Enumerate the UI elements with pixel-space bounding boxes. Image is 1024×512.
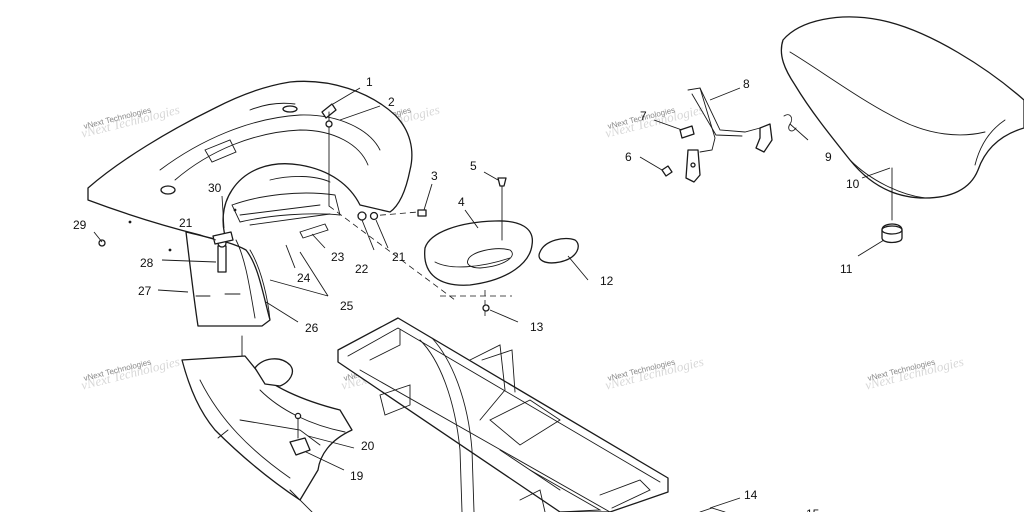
callout-13: 13 [530,320,544,334]
fender-hardware [98,103,456,301]
seat-latch-assembly [661,87,797,183]
callout-15: 15 [806,507,820,512]
callout-3: 3 [431,169,438,183]
callout-24: 24 [297,271,311,285]
callout-19: 19 [350,469,364,483]
callout-5: 5 [470,159,477,173]
footwell [181,335,353,512]
callout-27: 27 [138,284,152,298]
callout-28: 28 [140,256,154,270]
callout-9: 9 [825,150,832,164]
leader-lines [93,87,891,509]
callout-1: 1 [366,75,373,89]
callout-6: 6 [625,150,632,164]
backrest-cushion [424,177,579,320]
callout-26: 26 [305,321,319,335]
callout-20: 20 [361,439,375,453]
callout-22: 22 [355,262,369,276]
callout-10: 10 [846,177,860,191]
callout-29: 29 [73,218,87,232]
callout-25: 25 [340,299,354,313]
callout-11: 11 [840,262,853,276]
callout-14: 14 [744,488,758,502]
rear-fender [87,80,413,252]
fender-side-panel [185,231,271,327]
frame [337,317,726,512]
callout-30: 30 [208,181,222,195]
callout-7: 7 [640,109,647,123]
callout-21-right: 21 [392,250,406,264]
callout-23: 23 [331,250,345,264]
callout-21-left: 21 [179,216,193,230]
callout-2: 2 [388,95,395,109]
seat [780,16,1024,244]
callout-12: 12 [600,274,614,288]
callout-8: 8 [743,77,750,91]
callout-4: 4 [458,195,465,209]
callout-labels: 1 2 3 4 5 6 7 8 9 10 11 12 13 14 15 19 2… [73,75,860,512]
